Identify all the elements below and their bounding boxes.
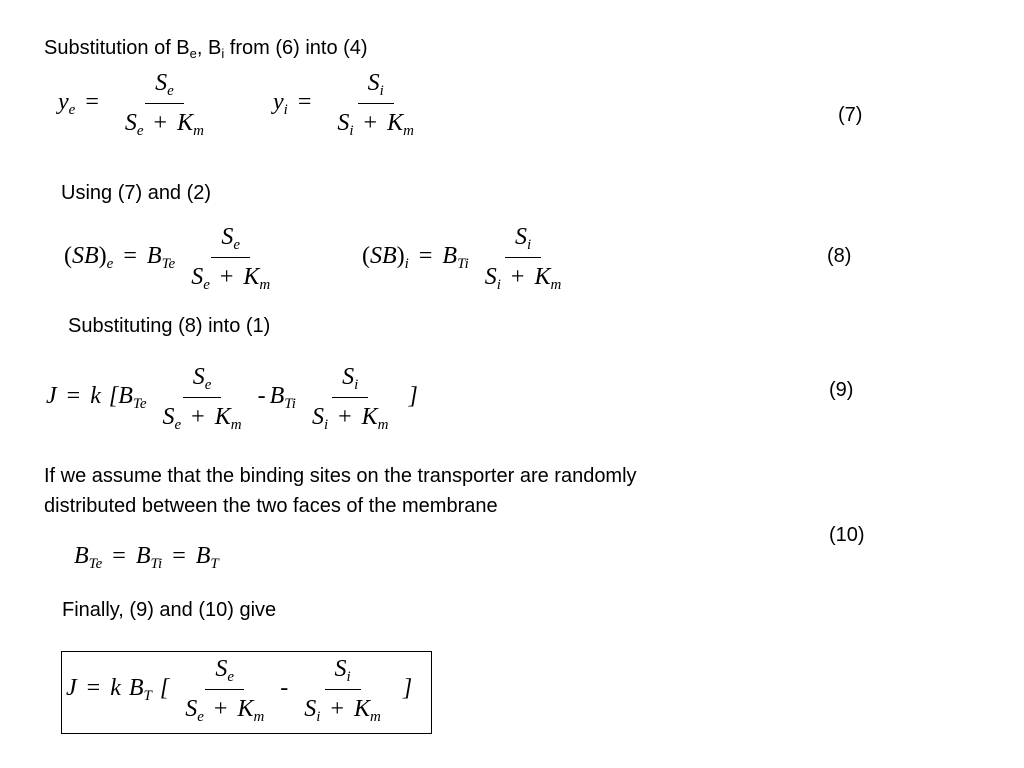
- fraction-sbe: Se Se+Km: [191, 224, 271, 293]
- fraction-sbi: Si Si+Km: [484, 224, 562, 293]
- text-finally: Finally, (9) and (10) give: [62, 599, 277, 621]
- intro-sub-e: e: [189, 46, 197, 61]
- equation-number-10: (10): [829, 524, 865, 546]
- final-equation-box: [61, 651, 432, 734]
- fraction-yi: Si Si+Km: [337, 70, 414, 139]
- fraction-9-e: Se Se+Km: [162, 364, 242, 433]
- text-substituting-8-into-1: Substituting (8) into (1): [68, 315, 271, 337]
- text-assume-line-1: If we assume that the binding sites on t…: [44, 465, 637, 487]
- text-assume-line-2: distributed between the two faces of the…: [44, 495, 498, 517]
- text-using-7-and-2: Using (7) and (2): [61, 182, 212, 204]
- equation-10: BTe=BTi=BT: [74, 543, 219, 572]
- equation-9: J=k[BTe Se Se+Km -BTi Si Si+Km ]: [46, 364, 418, 433]
- fraction-ye: Se Se+Km: [124, 70, 204, 139]
- equation-8a: (SB)e=BTe Se Se+Km: [64, 224, 280, 293]
- intro-line: Substitution of Be, Bi from (6) into (4): [44, 37, 368, 61]
- fraction-final-i: Si Si+Km: [304, 656, 381, 725]
- equation-number-8: (8): [827, 245, 852, 267]
- equation-7a: ye= Se Se+Km: [58, 70, 214, 139]
- equation-number-7: (7): [838, 104, 863, 126]
- intro-sub-i: i: [221, 46, 225, 61]
- fraction-final-e: Se Se+Km: [185, 656, 265, 725]
- equation-8b: (SB)i=BTi Si Si+Km: [362, 224, 571, 293]
- equation-number-9: (9): [829, 379, 854, 401]
- fraction-9-i: Si Si+Km: [311, 364, 389, 433]
- equation-7b: yi= Si Si+Km: [273, 70, 424, 139]
